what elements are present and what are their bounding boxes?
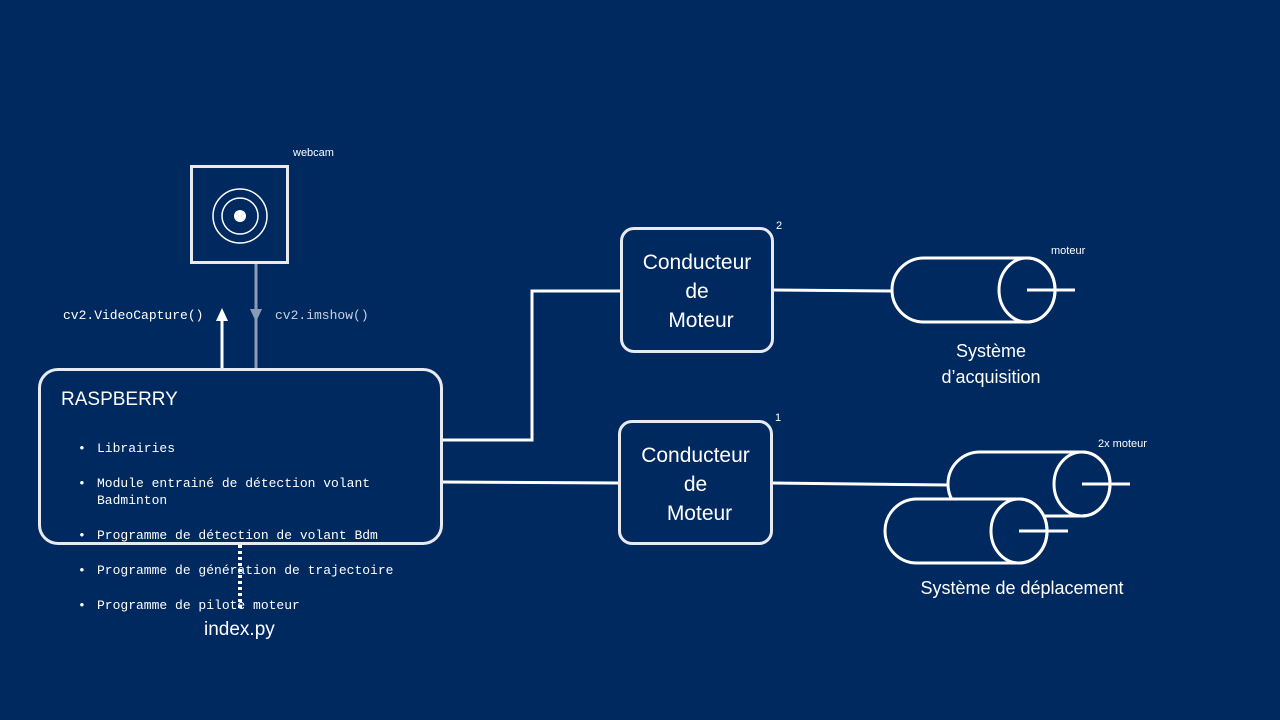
movement-system-label: Système de déplacement [920, 578, 1124, 598]
webcam-icon [212, 188, 268, 244]
feature-item: Programme de pilote moteur [61, 597, 431, 614]
driver-2-number: 2 [776, 220, 783, 232]
raspberry-feature-list: Librairies Module entrainé de détection … [61, 422, 431, 632]
file-label: index.py [204, 619, 275, 640]
raspberry-box: RASPBERRY Librairies Module entrainé de … [38, 368, 443, 614]
wire-raspberry-driver-1 [441, 480, 620, 485]
raspberry-title: RASPBERRY [61, 389, 178, 410]
feature-item: Programme de détection de volant Bdm [61, 527, 431, 544]
feature-item: Module entrainé de détection volant Badm… [61, 475, 431, 509]
driver-1-number: 1 [775, 412, 782, 424]
capture-arrowhead [216, 308, 228, 321]
driver-2-label: Conducteur de Moteur [642, 251, 752, 332]
motor-driver-2-box: Conducteur de Moteur [620, 227, 774, 353]
imshow-call-label: cv2.imshow() [275, 308, 369, 323]
wire-driver-2-motor [772, 288, 893, 293]
double-motor-label: 2x moteur [1098, 438, 1147, 450]
double-motor-icon [883, 450, 1130, 565]
motor-driver-1-box: Conducteur de Moteur [618, 420, 773, 545]
acquisition-system-label: Système d’acquisition [941, 341, 1041, 387]
feature-item: Programme de génération de trajectoire [61, 562, 431, 579]
webcam-label: webcam [293, 147, 334, 159]
webcam-box [190, 165, 289, 264]
feature-item: Librairies [61, 440, 431, 457]
capture-call-label: cv2.VideoCapture() [63, 308, 204, 323]
driver-1-label: Conducteur de Moteur [641, 444, 750, 525]
motor-label: moteur [1051, 245, 1086, 257]
imshow-arrowhead [250, 309, 262, 322]
motor-icon [890, 256, 1075, 324]
wire-raspberry-driver-2 [442, 289, 621, 442]
wire-driver-1-motors [771, 481, 949, 487]
